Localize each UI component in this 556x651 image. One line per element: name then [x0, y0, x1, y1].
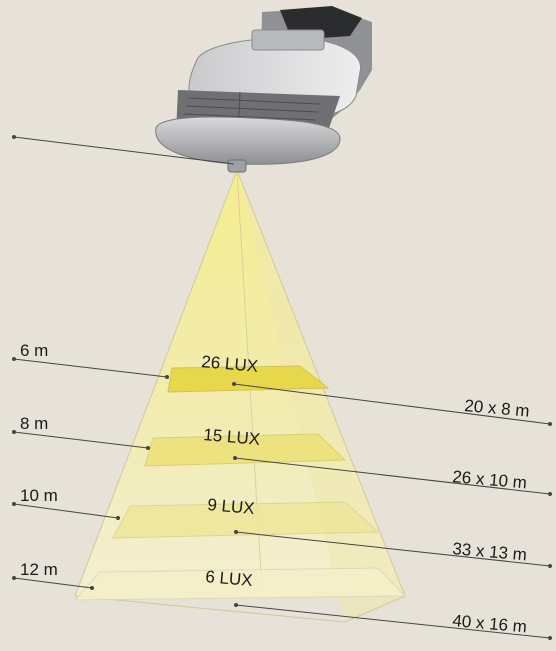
height-label-10m: 10 m: [20, 486, 58, 505]
height-label-8m: 8 m: [20, 414, 48, 433]
luminaire-pointer: [12, 135, 235, 165]
plane-10m: [112, 501, 380, 539]
light-cone: [74, 168, 406, 623]
lux-label-6: 6 LUX: [205, 567, 254, 590]
area-label-26x10: 26 x 10 m: [452, 467, 528, 492]
height-label-6m: 6 m: [20, 341, 48, 360]
plane-8m: [144, 433, 347, 467]
lux-label-15: 15 LUX: [203, 425, 261, 449]
lux-label-9: 9 LUX: [207, 495, 256, 518]
illuminance-planes: [73, 365, 407, 601]
plane-12m: [73, 567, 407, 601]
lux-label-26: 26 LUX: [201, 352, 259, 376]
area-label-33x13: 33 x 13 m: [452, 539, 528, 564]
leader-dots: [12, 357, 552, 640]
leader-lines: [13, 358, 551, 639]
street-light-luminaire-icon: [155, 6, 372, 173]
height-label-12m: 12 m: [20, 560, 58, 579]
area-label-40x16: 40 x 16 m: [452, 611, 528, 636]
area-label-20x8: 20 x 8 m: [464, 396, 531, 421]
plane-6m: [167, 365, 330, 393]
